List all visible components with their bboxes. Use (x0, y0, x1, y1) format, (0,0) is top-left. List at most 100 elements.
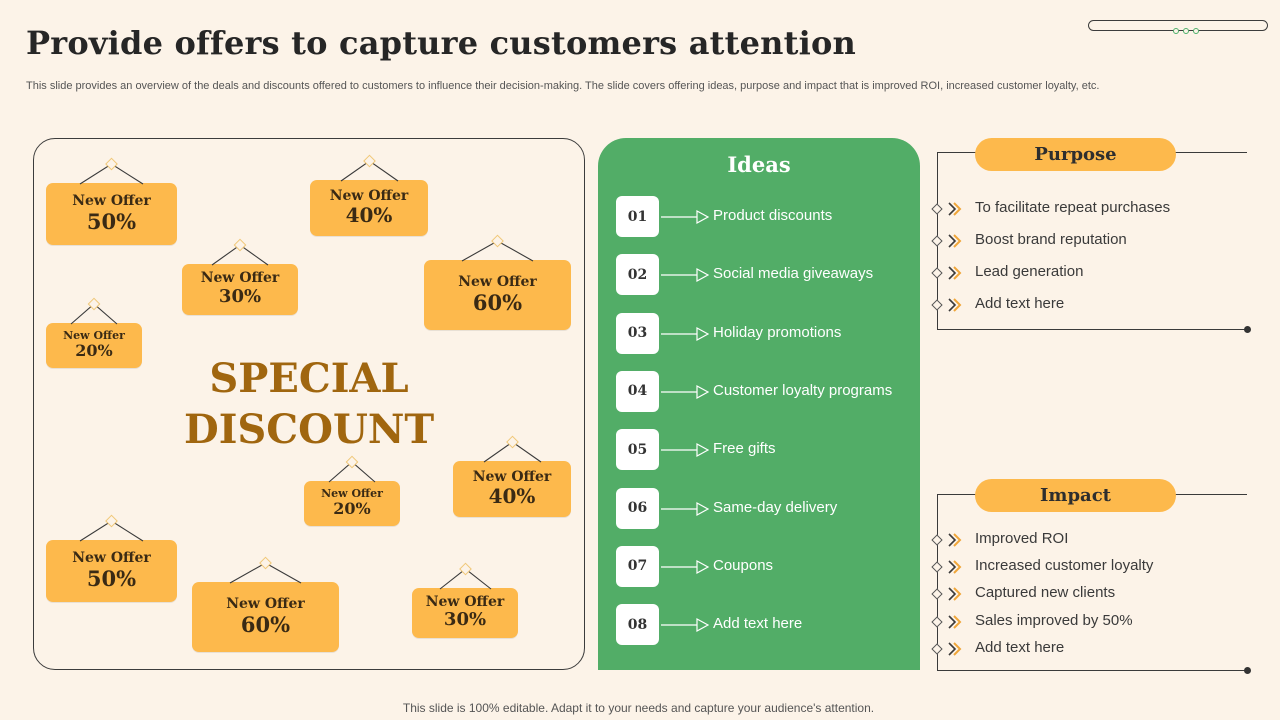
impact-item-text: Captured new clients (975, 584, 1116, 602)
impact-item: Add text here (931, 638, 1267, 659)
offer-tag-label: New Offer (425, 593, 505, 610)
offer-tag-value: 40% (345, 203, 393, 228)
ideas-title: Ideas (727, 152, 791, 177)
impact-item-text: Improved ROI (975, 530, 1069, 547)
offer-tag-label: New Offer (226, 596, 305, 613)
offer-tag-value: 50% (86, 208, 137, 234)
offer-tag-label: New Offer (458, 274, 537, 291)
hanging-string-icon (211, 238, 269, 266)
purpose-item: Lead generation (931, 263, 1267, 283)
bullet-diamond (931, 235, 943, 247)
idea-text: Social media giveaways (713, 265, 874, 283)
idea-item: 01 Product discounts (616, 196, 916, 238)
hanging-string-icon (340, 154, 399, 182)
purpose-bracket-end (1244, 326, 1251, 333)
idea-number: 08 (616, 604, 659, 646)
hanging-string-icon (79, 157, 144, 185)
impact-bracket-end (1244, 667, 1251, 674)
idea-item: 02 Social media giveaways (616, 254, 916, 296)
hanging-string-icon (229, 556, 302, 584)
idea-number: 07 (616, 545, 659, 587)
purpose-item: Boost brand reputation (931, 231, 1267, 251)
impact-item-text: Add text here (975, 638, 1065, 656)
offer-tag-value: 30% (443, 609, 487, 631)
idea-number: 04 (616, 370, 659, 412)
arrow-right-outline-icon (661, 501, 709, 516)
arrow-right-outline-icon (661, 443, 709, 458)
purpose-item: To facilitate repeat purchases (931, 199, 1267, 219)
arrow-right-outline-icon (661, 210, 709, 224)
slide-subtitle: This slide provides an overview of the d… (26, 80, 1100, 92)
idea-item: 04 Customer loyalty programs (616, 370, 916, 413)
bullet-diamond (931, 588, 943, 601)
idea-number: 03 (616, 312, 659, 354)
impact-item: Increased customer loyalty (931, 557, 1267, 577)
idea-text: Holiday promotions (713, 323, 842, 341)
idea-number: 02 (616, 254, 659, 296)
idea-text: Product discounts (713, 207, 833, 224)
double-chevron-right-icon (948, 266, 962, 280)
impact-item: Improved ROI (931, 530, 1267, 550)
ideas-panel: Ideas 01 Product discounts 02 Social media … (598, 138, 920, 670)
bullet-diamond (931, 561, 943, 573)
idea-number: 01 (616, 196, 659, 237)
offer-tag-label: New Offer (329, 187, 409, 204)
hanging-string-icon (79, 514, 144, 542)
offer-tag-value: 60% (472, 289, 523, 315)
hanging-string-icon (439, 562, 492, 590)
pill-dot (1193, 28, 1199, 34)
offer-tag-label: New Offer (72, 193, 151, 210)
impact-title: Impact (975, 479, 1176, 512)
bullet-diamond (931, 615, 943, 628)
purpose-item-text: To facilitate repeat purchases (975, 199, 1171, 216)
arrow-right-outline-icon (661, 268, 709, 283)
offer-tag-value: 20% (75, 341, 113, 361)
bullet-diamond (931, 299, 943, 311)
hanging-string-icon (328, 455, 376, 483)
idea-number: 06 (616, 487, 659, 529)
headline-line-2: DISCOUNT (184, 406, 435, 454)
offer-tag-value: 30% (218, 285, 262, 307)
purpose-item-text: Boost brand reputation (975, 231, 1127, 248)
offer-tag-value: 40% (488, 484, 536, 509)
offer-tag-value: 20% (333, 499, 371, 519)
offer-tag-label: New Offer (472, 468, 552, 485)
bullet-diamond (931, 267, 943, 279)
purpose-item-text: Add text here (975, 295, 1065, 312)
pill-dot (1173, 28, 1179, 34)
hanging-string-icon (461, 234, 534, 262)
arrow-right-outline-icon (661, 326, 709, 341)
double-chevron-right-icon (948, 298, 962, 312)
offer-tag-label: New Offer (200, 270, 280, 287)
impact-item-text: Increased customer loyalty (975, 557, 1154, 575)
arrow-right-outline-icon (661, 559, 709, 574)
slide-footer: This slide is 100% editable. Adapt it to… (402, 701, 875, 715)
idea-text: Add text here (713, 615, 803, 633)
bullet-diamond (931, 643, 943, 655)
purpose-item-text: Lead generation (975, 263, 1084, 280)
decorative-pill (1088, 20, 1268, 34)
headline-line-1: SPECIAL (209, 355, 409, 402)
offer-tag-label: New Offer (72, 550, 151, 567)
impact-item-text: Sales improved by 50% (975, 611, 1133, 629)
double-chevron-right-icon (948, 533, 962, 547)
slide-title: Provide offers to capture customers atte… (26, 24, 856, 62)
bullet-diamond (931, 203, 943, 215)
arrow-right-outline-icon (661, 618, 709, 633)
hanging-string-icon (70, 297, 118, 325)
offer-tag-value: 50% (86, 565, 137, 591)
idea-text: Customer loyalty programs (713, 381, 893, 399)
purpose-title: Purpose (975, 138, 1176, 171)
